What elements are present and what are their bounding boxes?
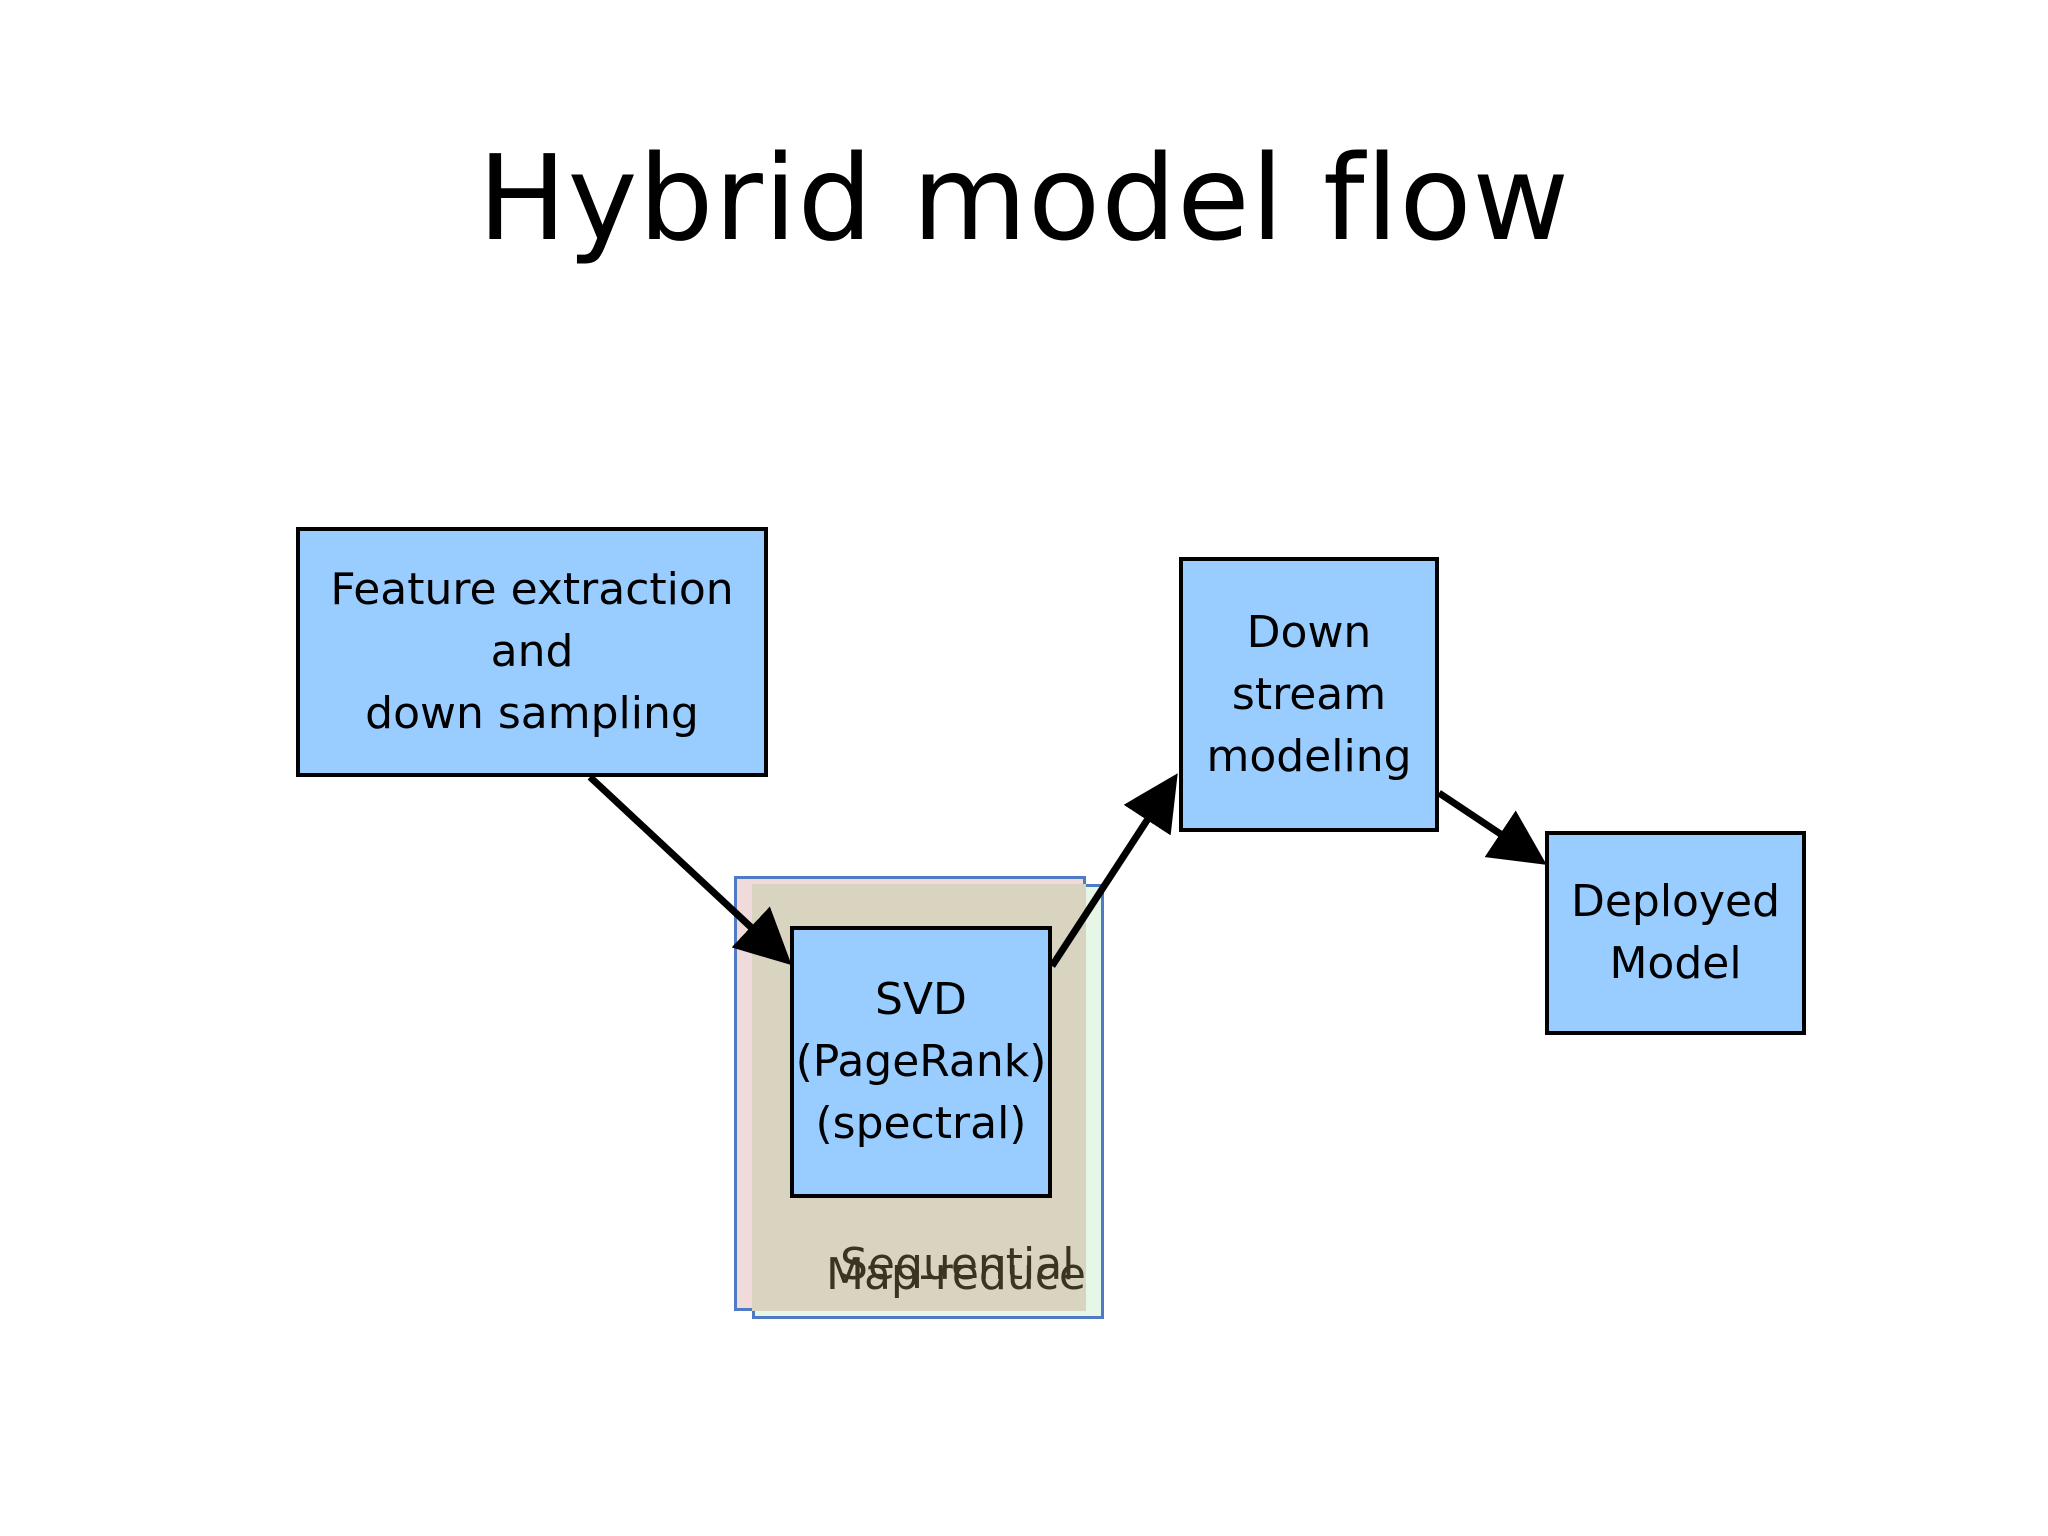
map-reduce-label: Map-reduce <box>826 1249 1087 1300</box>
downstream-modeling-box: Down stream modeling <box>1179 557 1439 832</box>
feature-extraction-box: Feature extraction and down sampling <box>296 527 768 777</box>
arrow-downstream-to-deployed <box>1437 790 1547 865</box>
slide-title: Hybrid model flow <box>477 129 1571 267</box>
sequential-label: Sequential <box>840 1239 1075 1290</box>
svd-box: SVD (PageRank) (spectral) <box>790 926 1052 1198</box>
deployed-model-box: Deployed Model <box>1545 831 1806 1035</box>
